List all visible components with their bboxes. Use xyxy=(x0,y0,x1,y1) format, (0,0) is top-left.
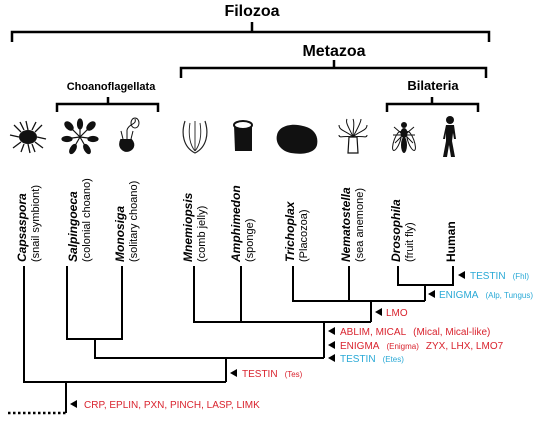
taxon-common-name: (Placozoa) xyxy=(298,209,310,262)
capsaspora-icon xyxy=(9,120,47,154)
annotation-testin-fhl: TESTIN (Fhl) xyxy=(458,266,529,283)
branch-filozoa xyxy=(23,266,226,383)
annotation-text: TESTIN (Tes) xyxy=(242,364,303,381)
taxon-label-mnemiopsis: Mnemiopsis (comb jelly) xyxy=(181,192,208,262)
pointer-arrow-icon xyxy=(70,400,77,408)
branch-drosophila-human xyxy=(397,266,454,286)
taxon-label-amphimedon: Amphimedon (sponge) xyxy=(229,185,256,263)
pointer-arrow-icon xyxy=(328,341,335,349)
choanoflagellata-brace xyxy=(55,97,160,112)
pointer-arrow-icon xyxy=(428,290,435,298)
monosiga-icon xyxy=(119,117,140,152)
sponge-icon xyxy=(233,120,253,151)
taxon-common-name: (fruit fly) xyxy=(404,222,416,262)
annotation-text: ENIGMA (Enigma) ZYX, LHX, LMO7 xyxy=(340,336,504,353)
salpingoeca-icon xyxy=(61,118,99,155)
metazoa-brace xyxy=(179,60,488,78)
taxon-name: Mnemiopsis xyxy=(181,192,195,262)
taxon-name: Human xyxy=(444,221,458,262)
taxon-name: Amphimedon xyxy=(229,185,243,263)
taxon-name: Nematostella xyxy=(339,187,353,262)
taxon-label-monosiga: Monosiga (solitary choano) xyxy=(113,181,140,262)
annotation-text: ABLIM, MICAL (Mical, Mical-like) xyxy=(340,322,490,339)
annotation-ablim-mical: ABLIM, MICAL (Mical, Mical-like) xyxy=(328,322,490,339)
taxon-name: Salpingoeca xyxy=(66,191,80,262)
branch-choanoflagellata xyxy=(66,266,123,340)
taxon-common-name: (sponge) xyxy=(244,219,256,262)
taxon-common-name: (comb jelly) xyxy=(196,206,208,262)
taxon-common-name: (snail symbiont) xyxy=(30,185,42,262)
annotation-testin-tes: TESTIN (Tes) xyxy=(230,364,303,381)
branch-metazoa xyxy=(193,266,371,323)
taxon-common-name: (colonial choano) xyxy=(81,178,93,262)
taxon-common-name: (sea anemone) xyxy=(354,188,366,262)
annotation-text: LMO xyxy=(386,308,408,319)
taxon-label-capsaspora: Capsaspora (snail symbiont) xyxy=(15,185,42,262)
bilateria-label: Bilateria xyxy=(407,78,459,93)
taxon-label-trichoplax: Trichoplax (Placozoa) xyxy=(283,200,310,262)
taxon-label-nematostella: Nematostella (sea anemone) xyxy=(339,187,366,262)
taxon-common-name: (solitary choano) xyxy=(128,181,140,262)
filozoa-brace xyxy=(10,22,491,42)
pointer-arrow-icon xyxy=(230,369,237,377)
annotation-enigma-alp: ENIGMA (Alp, Tungus) xyxy=(428,285,533,302)
phylogenetic-tree xyxy=(8,266,454,415)
annotation-testin-etes: TESTIN (Etes) xyxy=(328,349,404,366)
taxon-name: Trichoplax xyxy=(283,200,297,262)
annotation-text: TESTIN (Fhl) xyxy=(470,266,529,283)
annotation-text: ENIGMA (Alp, Tungus) xyxy=(439,285,533,302)
branch-choanozoa xyxy=(94,339,324,359)
annotation-text: TESTIN (Etes) xyxy=(340,349,404,366)
comb-jelly-icon xyxy=(182,120,208,154)
taxon-label-drosophila: Drosophila (fruit fly) xyxy=(389,199,416,262)
pointer-arrow-icon xyxy=(328,327,335,335)
taxon-name: Monosiga xyxy=(113,206,127,262)
taxon-name: Drosophila xyxy=(389,199,403,262)
sea-anemone-icon xyxy=(338,118,368,154)
human-icon xyxy=(443,116,456,157)
bilateria-brace xyxy=(385,97,480,112)
annotation-text: CRP, EPLIN, PXN, PINCH, LASP, LIMK xyxy=(84,400,260,411)
taxon-label-human: Human xyxy=(444,221,458,262)
taxon-label-salpingoeca: Salpingoeca (colonial choano) xyxy=(66,178,93,262)
annotation-lmo: LMO xyxy=(375,308,408,319)
filozoa-label: Filozoa xyxy=(224,3,279,20)
annotation-root-genes: CRP, EPLIN, PXN, PINCH, LASP, LIMK xyxy=(70,400,260,411)
choanoflagellata-label: Choanoflagellata xyxy=(67,81,157,93)
pointer-arrow-icon xyxy=(375,308,382,316)
annotation-enigma-zyx: ENIGMA (Enigma) ZYX, LHX, LMO7 xyxy=(328,336,504,353)
placozoa-icon xyxy=(276,124,318,154)
pointer-arrow-icon xyxy=(328,354,335,362)
metazoa-label: Metazoa xyxy=(302,43,365,60)
taxon-name: Capsaspora xyxy=(15,193,29,262)
fruit-fly-icon xyxy=(392,122,416,153)
pointer-arrow-icon xyxy=(458,271,465,279)
branch-trichoplax-cnidaria-bilateria xyxy=(292,266,425,302)
